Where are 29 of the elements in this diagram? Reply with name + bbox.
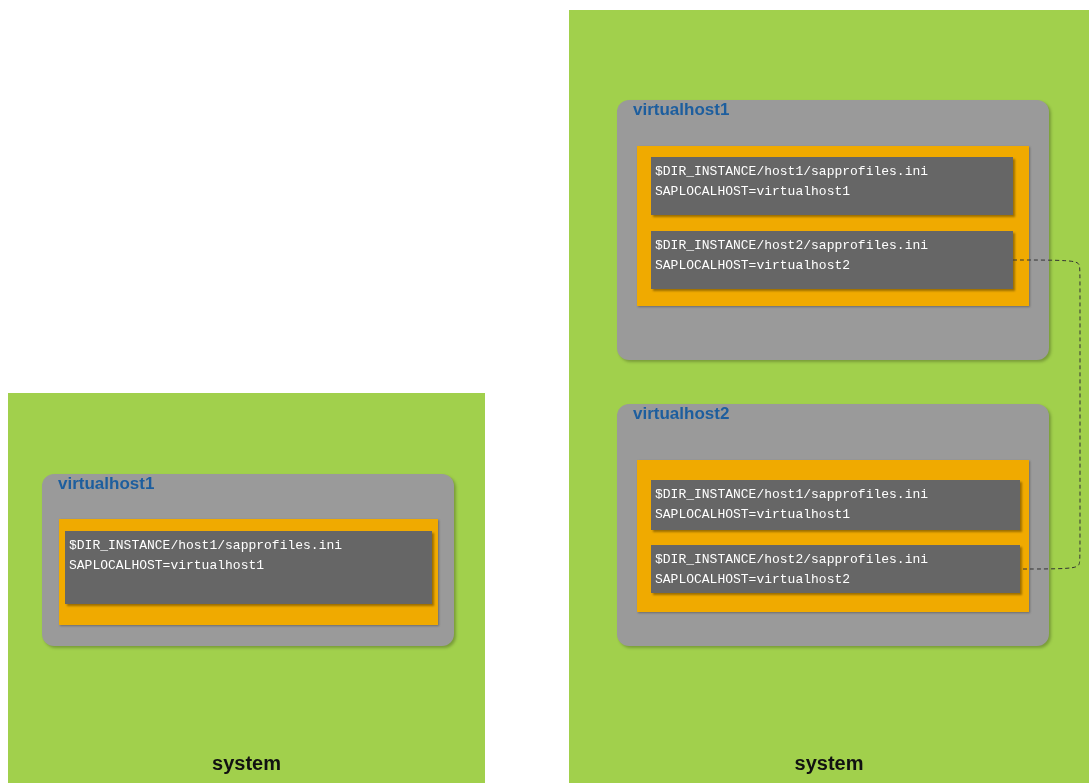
config-line: SAPLOCALHOST=virtualhost1	[655, 506, 852, 524]
system-panel	[569, 10, 1089, 783]
profile-box	[65, 531, 432, 604]
host-box	[617, 100, 1049, 360]
system-label: system	[793, 752, 865, 775]
profile-box	[651, 157, 1013, 215]
config-line: $DIR_INSTANCE/host2/sapprofiles.ini	[655, 551, 930, 569]
instance-box	[637, 460, 1029, 612]
system-panel	[8, 393, 485, 783]
config-line: $DIR_INSTANCE/host1/sapprofiles.ini	[655, 486, 930, 504]
host-name: virtualhost1	[633, 100, 730, 120]
host-box	[42, 474, 454, 646]
config-line: SAPLOCALHOST=virtualhost1	[655, 183, 852, 201]
instance-box	[59, 519, 438, 625]
system-label: system	[211, 752, 282, 775]
profile-box	[651, 480, 1020, 530]
config-line: $DIR_INSTANCE/host1/sapprofiles.ini	[69, 537, 344, 555]
config-line: SAPLOCALHOST=virtualhost1	[69, 557, 266, 575]
config-line: SAPLOCALHOST=virtualhost2	[655, 571, 852, 589]
config-line: $DIR_INSTANCE/host2/sapprofiles.ini	[655, 237, 930, 255]
host-name: virtualhost2	[633, 404, 730, 424]
config-line: SAPLOCALHOST=virtualhost2	[655, 257, 852, 275]
profile-box	[651, 545, 1020, 593]
profile-box	[651, 231, 1013, 289]
host-box	[617, 404, 1049, 646]
host-name: virtualhost1	[58, 474, 155, 494]
dashed-connector	[1012, 259, 1081, 570]
instance-box	[637, 146, 1029, 306]
config-line: $DIR_INSTANCE/host1/sapprofiles.ini	[655, 163, 930, 181]
